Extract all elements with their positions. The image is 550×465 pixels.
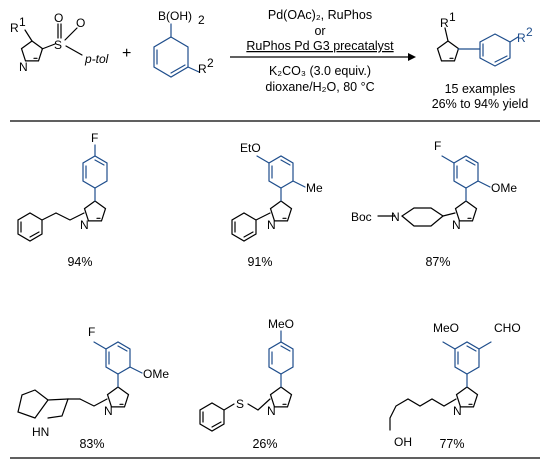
tetrazole-n-label: N [19, 60, 28, 74]
yield-label: 26% [252, 437, 277, 451]
substituent-label: Me [306, 181, 323, 195]
product-r2-superscript: 2 [526, 25, 533, 39]
n1-label: N [453, 404, 462, 418]
example-2: EtO Me N 91% [231, 141, 323, 269]
boronic-acid-reagent: B(OH) 2 R 2 [153, 9, 214, 78]
boc-label: Boc [351, 210, 372, 224]
yield-range: 26% to 94% yield [432, 97, 529, 111]
n1-label: N [267, 218, 276, 232]
example-4: F OMe HN N 83% [17, 325, 169, 451]
substituent-label: OMe [491, 181, 517, 195]
r1-superscript: 1 [19, 15, 26, 29]
conditions-solvent: dioxane/H₂O, 80 °C [265, 80, 374, 94]
n1-label: N [104, 404, 113, 418]
conditions-base: K₂CO₃ (3.0 equiv.) [269, 64, 371, 78]
n1-label: N [80, 218, 89, 232]
substituent-label: OMe [143, 367, 169, 381]
example-1: F N 94% [17, 131, 108, 269]
yield-label: 87% [425, 255, 450, 269]
example-3: F OMe N Boc N 87% [351, 139, 517, 269]
indole-nh-label: HN [32, 425, 49, 439]
p-tolyl-label: p-tol [84, 52, 109, 66]
product-r1-label: R [440, 16, 449, 30]
example-6: MeO CHO OH N 77% [389, 321, 521, 451]
oxygen-label-2: O [76, 16, 85, 30]
general-product: R 1 R 2 15 examples 26% to 94% yield [432, 10, 533, 111]
example-5: MeO S N 26% [199, 317, 294, 451]
substituent-label: EtO [240, 141, 261, 155]
yield-label: 91% [247, 255, 272, 269]
product-r1-superscript: 1 [449, 10, 456, 24]
boron-group-label: B(OH) [158, 9, 192, 23]
substituent-label: MeO [433, 321, 459, 335]
substituent-label: F [434, 139, 441, 153]
substituent-label: CHO [494, 321, 521, 335]
yield-label: 94% [67, 255, 92, 269]
r2-superscript: 2 [207, 56, 214, 70]
piperidine-n-label: N [391, 210, 400, 224]
reaction-arrowhead [408, 53, 416, 61]
substituent-label: F [88, 325, 95, 339]
plus-sign: + [122, 45, 131, 62]
boron-subscript: 2 [198, 13, 205, 27]
conditions-catalyst: Pd(OAc)₂, RuPhos [268, 8, 372, 22]
hydroxyl-label: OH [394, 435, 412, 449]
yield-label: 83% [79, 437, 104, 451]
substituent-label: MeO [268, 317, 294, 331]
sulfur-label: S [54, 38, 62, 52]
n1-label: N [452, 218, 461, 232]
reaction-conditions: Pd(OAc)₂, RuPhos or RuPhos Pd G3 precata… [230, 8, 416, 94]
examples-count: 15 examples [445, 82, 516, 96]
sulfur-label: S [236, 397, 244, 411]
n1-label: N [267, 404, 276, 418]
conditions-or: or [314, 24, 325, 38]
sulfone-reagent: R 1 N S O O p-tol [10, 11, 109, 74]
r1-label: R [10, 21, 19, 35]
oxygen-label-1: O [54, 11, 63, 25]
r2-label: R [198, 62, 207, 76]
conditions-precatalyst: RuPhos Pd G3 precatalyst [246, 39, 394, 53]
substituent-label: F [91, 131, 98, 145]
product-r2-label: R [517, 31, 526, 45]
yield-label: 77% [439, 437, 464, 451]
